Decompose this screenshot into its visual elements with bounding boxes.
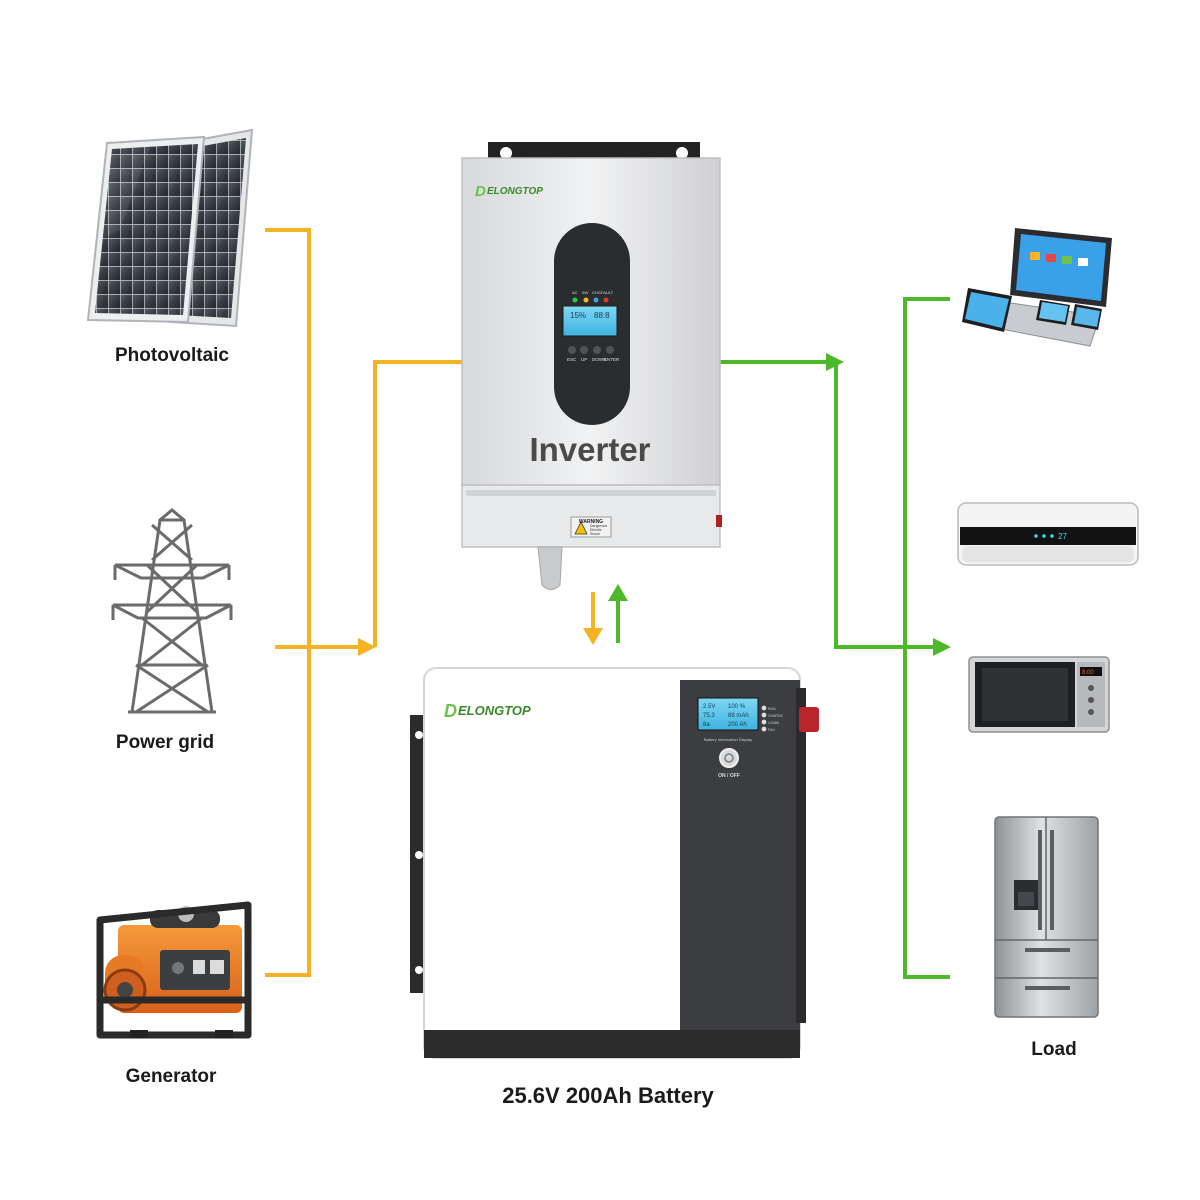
- battery-led-comm: COMM: [768, 721, 779, 725]
- svg-text:15%: 15%: [570, 311, 586, 320]
- inverter-brand-initial: D: [475, 183, 486, 200]
- battery-up-arrow-head: [608, 584, 628, 601]
- inverter-title: Inverter: [529, 431, 650, 468]
- warning-sub-1: Dangerous: [590, 524, 607, 528]
- svg-text:2.5V: 2.5V: [703, 704, 715, 710]
- inverter-brand: ELONGTOP: [487, 186, 543, 197]
- solar-panel-icon: [86, 128, 254, 328]
- photovoltaic-label: Photovoltaic: [114, 345, 230, 366]
- svg-text:88 mAh: 88 mAh: [728, 713, 749, 719]
- generator-label: Generator: [125, 1066, 217, 1087]
- power-grid-label: Power grid: [115, 732, 215, 753]
- inverter-unit: 15% 88:8: [461, 142, 722, 590]
- battery-led-fau: FAU: [768, 728, 775, 732]
- load-arrow-head: [933, 638, 951, 656]
- microwave-icon: 8:00: [968, 656, 1110, 733]
- battery-caption: 25.6V 200Ah Battery: [502, 1083, 714, 1108]
- inverter-button-esc: ESC: [567, 357, 577, 362]
- inverter-button-enter: ENTER: [604, 357, 620, 362]
- inverter-led-fault: FAULT: [601, 290, 614, 295]
- output-branch-line: [834, 362, 935, 649]
- laptop-devices-icon: [962, 228, 1112, 347]
- air-conditioner-icon: 27: [957, 502, 1139, 566]
- svg-text:200 Ah: 200 Ah: [728, 722, 747, 728]
- svg-text:75.3: 75.3: [703, 713, 715, 719]
- battery-unit: 2.5V 100 % 75.3 88 mAh 8a 200 Ah: [410, 667, 819, 1059]
- generator-icon: [96, 901, 252, 1039]
- battery-led-charge: CHARGE: [768, 714, 784, 718]
- grid-arrow-head: [358, 638, 376, 656]
- battery-brand: ELONGTOP: [458, 703, 531, 718]
- load-bus-line: [903, 297, 950, 979]
- battery-display-caption: Battery Information Display: [704, 737, 752, 742]
- warning-sub-2: Electric: [590, 528, 602, 532]
- battery-led-run: RUN: [768, 707, 776, 711]
- battery-brand-initial: D: [444, 701, 457, 721]
- svg-text:8a: 8a: [703, 722, 710, 728]
- output-lines: [616, 297, 950, 979]
- warning-sub-3: Shock: [590, 532, 600, 536]
- battery-down-arrow-head: [583, 628, 603, 645]
- warning-title: WARNING: [579, 519, 603, 525]
- pv-line: [265, 228, 311, 977]
- inverter-led-ac: AC: [572, 290, 578, 295]
- power-tower-icon: [111, 508, 233, 714]
- battery-power-button: [719, 748, 739, 768]
- svg-text:88:8: 88:8: [594, 311, 610, 320]
- output-arrow-head: [826, 353, 844, 371]
- svg-text:27: 27: [1058, 532, 1067, 541]
- inverter-lcd: [562, 305, 618, 337]
- battery-switch-label: ON / OFF: [718, 773, 740, 779]
- svg-text:100 %: 100 %: [728, 704, 746, 710]
- svg-text:8:00: 8:00: [1082, 670, 1094, 676]
- inverter-input-line: [373, 360, 462, 647]
- inverter-led-inv: INV: [582, 290, 589, 295]
- inverter-button-down: DOWN: [592, 357, 606, 362]
- inverter-led-chg: CHG: [592, 290, 601, 295]
- inverter-button-up: UP: [581, 357, 587, 362]
- refrigerator-icon: [994, 816, 1099, 1018]
- battery-handle: [799, 707, 819, 732]
- load-label: Load: [1031, 1039, 1077, 1060]
- input-lines: [265, 228, 595, 977]
- battery-lcd: [697, 697, 759, 731]
